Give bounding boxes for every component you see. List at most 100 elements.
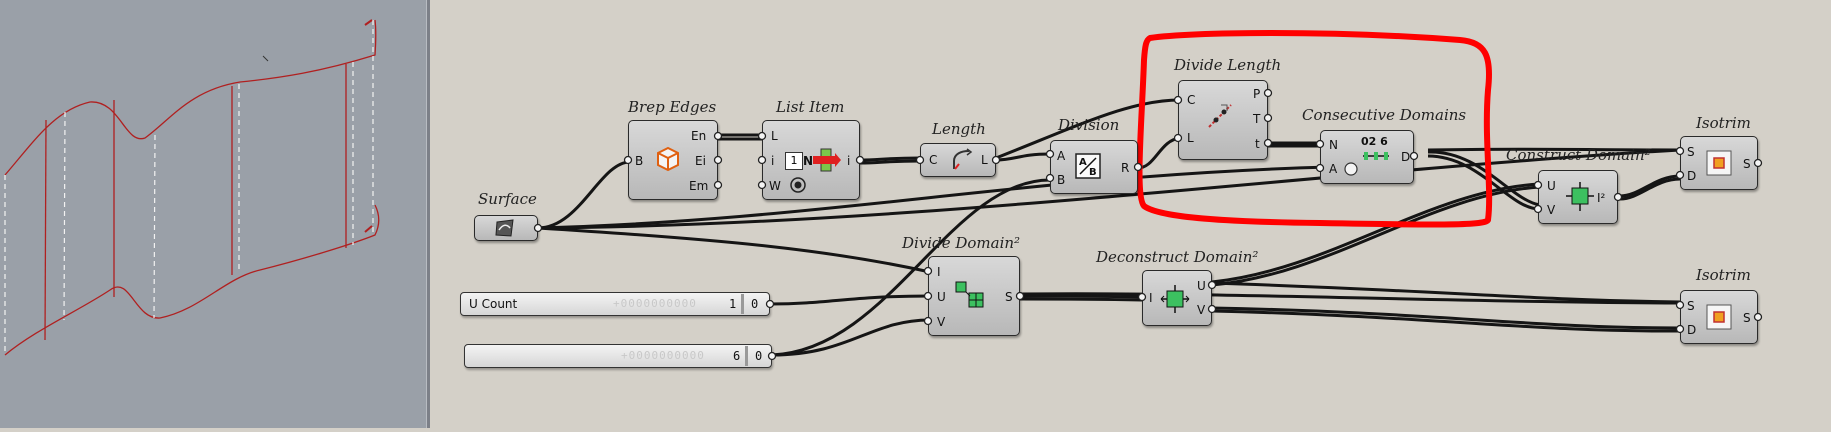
input-port-c[interactable]: C <box>1187 93 1196 107</box>
input-port-l[interactable]: L <box>771 129 778 143</box>
input-port-d[interactable]: D <box>1687 169 1697 183</box>
output-port-i2[interactable]: I² <box>1597 191 1606 205</box>
wire <box>1019 294 1143 299</box>
u-count-slider[interactable]: U Count +0000000000 1 0 <box>460 292 770 316</box>
length-title: Length <box>932 120 986 138</box>
output-port-s[interactable]: S <box>1743 157 1751 171</box>
slider-divider <box>741 294 744 314</box>
wire <box>537 148 1681 230</box>
input-port-i[interactable]: i <box>771 154 775 168</box>
deconstruct-domain-component[interactable]: I U V <box>1142 270 1212 326</box>
divide-length-component[interactable]: C L P T t <box>1178 80 1268 160</box>
wire <box>1211 185 1541 287</box>
v-count-slider[interactable]: +0000000000 6 0 <box>464 344 772 368</box>
wire-layer <box>537 30 1681 357</box>
wire <box>1619 177 1681 201</box>
wire <box>1211 309 1681 333</box>
output-port-u[interactable]: U <box>1197 279 1206 293</box>
deconstruct-domain-title: Deconstruct Domain² <box>1096 248 1259 266</box>
input-port-a[interactable]: A <box>1057 149 1066 163</box>
output-port-s[interactable]: S <box>1743 311 1751 325</box>
wire <box>1019 292 1681 305</box>
input-port-d[interactable]: D <box>1687 323 1697 337</box>
curve-length-icon <box>953 148 973 170</box>
list-item-component[interactable]: L i W 1 N i <box>762 120 860 200</box>
isotrim-1-title: Isotrim <box>1696 114 1751 132</box>
output-port-d[interactable]: D <box>1401 150 1411 164</box>
input-port-v[interactable]: V <box>937 315 946 329</box>
rhino-viewport[interactable] <box>0 0 426 428</box>
svg-text:A: A <box>1079 157 1087 168</box>
divide-length-title: Divide Length <box>1174 56 1282 74</box>
output-port-t-upper[interactable]: T <box>1253 112 1261 126</box>
input-port-i[interactable]: I <box>937 265 941 279</box>
wire <box>537 160 631 230</box>
construct-domain-title: Construct Domain² <box>1506 146 1651 164</box>
input-port-c[interactable]: C <box>929 153 938 167</box>
highlight-outline <box>1136 30 1493 228</box>
surface-title: Surface <box>478 190 537 208</box>
isotrim-1-component[interactable]: S D S <box>1680 136 1758 190</box>
surface-bottom-edge <box>4 204 380 356</box>
isotrim-2-title: Isotrim <box>1696 266 1751 284</box>
isotrim-2-component[interactable]: S D S <box>1680 290 1758 344</box>
input-port-u[interactable]: U <box>1547 179 1556 193</box>
output-port-i[interactable]: i <box>847 154 851 168</box>
radio-icon <box>790 177 806 193</box>
output-port-p[interactable]: P <box>1253 87 1261 101</box>
grasshopper-canvas[interactable]: Surface Brep Edges B En Ei Em List Item … <box>430 0 1831 428</box>
slider-value-integer: 6 <box>733 349 741 363</box>
index-box: 1 <box>785 152 803 170</box>
surface-top-edge <box>4 19 377 176</box>
output-port-em[interactable]: Em <box>689 179 709 193</box>
output-port-t-lower[interactable]: t <box>1255 137 1260 151</box>
brep-edges-component[interactable]: B En Ei Em <box>628 120 718 200</box>
output-port-ei[interactable]: Ei <box>695 154 706 168</box>
wire <box>1427 150 1541 207</box>
cube-icon <box>657 146 679 172</box>
viewport-splitter[interactable] <box>426 0 431 428</box>
consecutive-domains-title: Consecutive Domains <box>1302 106 1467 124</box>
input-port-s[interactable]: S <box>1687 145 1695 159</box>
wire <box>1427 154 1541 211</box>
wire <box>1211 182 1541 284</box>
slider-label: U Count <box>469 297 518 311</box>
input-port-n[interactable]: N <box>1329 138 1338 152</box>
output-port-l[interactable]: L <box>981 153 988 167</box>
length-component[interactable]: C L <box>920 143 996 177</box>
output-port-v[interactable]: V <box>1197 303 1206 317</box>
input-port-a[interactable]: A <box>1329 162 1338 176</box>
isotrim-icon <box>1706 150 1732 176</box>
divide-domain-title: Divide Domain² <box>902 234 1021 252</box>
input-port-w[interactable]: W <box>769 179 781 193</box>
wire <box>859 159 921 165</box>
isotrim-icon <box>1706 304 1732 330</box>
consecutive-domains-component[interactable]: N A 02 6 D <box>1320 130 1414 184</box>
brep-edges-title: Brep Edges <box>628 98 717 116</box>
input-port-s[interactable]: S <box>1687 299 1695 313</box>
input-port-b[interactable]: B <box>1057 173 1066 187</box>
surface-param[interactable] <box>474 215 538 241</box>
curve-endpoint-markers <box>364 19 373 233</box>
division-component[interactable]: A B A B R <box>1050 140 1138 194</box>
slider-divider <box>745 346 748 366</box>
output-port-r[interactable]: R <box>1121 161 1130 175</box>
input-port-u[interactable]: U <box>937 290 946 304</box>
input-port-b[interactable]: B <box>635 154 644 168</box>
wire <box>995 98 1181 160</box>
wire <box>1619 174 1681 198</box>
output-port-en[interactable]: En <box>691 129 707 143</box>
wire <box>769 294 931 306</box>
svg-text:B: B <box>1089 167 1097 178</box>
input-port-l[interactable]: L <box>1187 131 1194 145</box>
divide-domain-component[interactable]: I U V S <box>928 256 1020 336</box>
construct-domain-component[interactable]: U V I² <box>1538 170 1618 224</box>
input-port-v[interactable]: V <box>1547 203 1556 217</box>
svg-text:N: N <box>803 154 813 168</box>
output-port-s[interactable]: S <box>1005 290 1013 304</box>
input-port-i[interactable]: I <box>1149 291 1153 305</box>
wire <box>537 226 931 274</box>
domains-icon-text: 02 6 <box>1361 135 1388 148</box>
wire <box>1211 281 1681 304</box>
viewport-geometry <box>4 19 380 356</box>
